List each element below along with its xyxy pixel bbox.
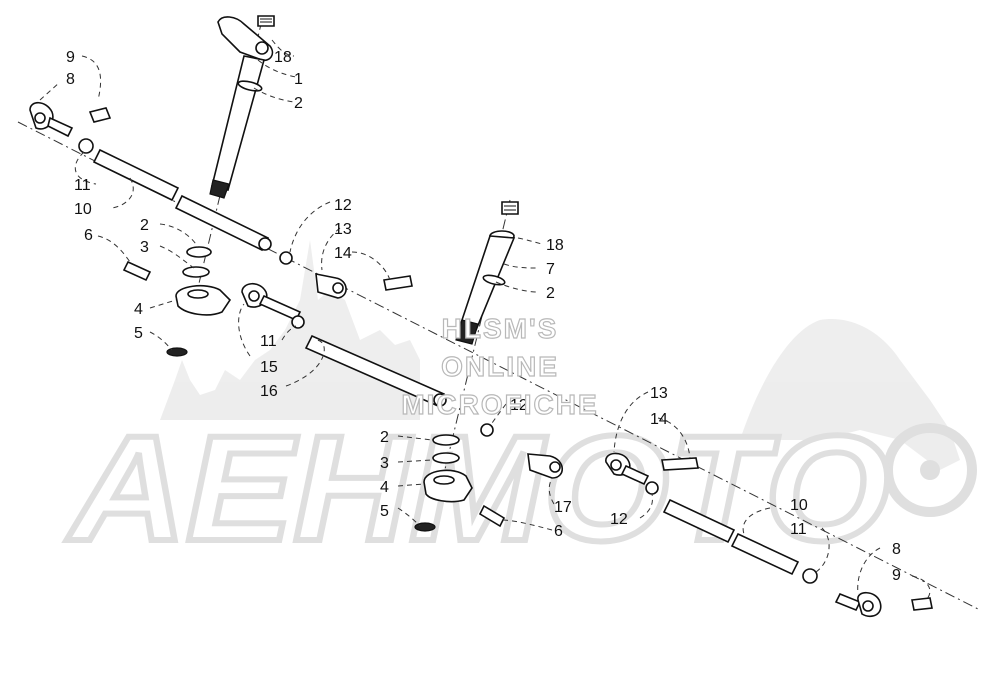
- callout-18-right: 18: [546, 237, 564, 254]
- callout-4-left: 4: [134, 301, 143, 318]
- callout-12-right: 12: [510, 397, 528, 414]
- bolt-6-left: [122, 260, 152, 282]
- rod-end-stem-right: [834, 592, 862, 612]
- callout-2-left-clamp: 2: [140, 217, 149, 234]
- watermark-line-3: MICROFICHE: [401, 389, 598, 420]
- watermark-wheel-icon: [883, 423, 977, 517]
- callout-13-right: 13: [650, 385, 668, 402]
- callout-8-left: 8: [66, 71, 75, 88]
- right-steering-post: [455, 201, 519, 345]
- rod-end-15-stem: [258, 294, 302, 322]
- callout-9-left: 9: [66, 49, 75, 66]
- nut-11-middle: [291, 315, 305, 329]
- rod-end-13-eye: [332, 282, 344, 294]
- callout-14-right: 14: [650, 411, 668, 428]
- rod-end-eye-right: [862, 600, 874, 612]
- washer-3-right: [432, 452, 460, 464]
- tube-10-left-b: [174, 194, 270, 252]
- callout-3-right: 3: [380, 455, 389, 472]
- callout-2-top-right: 2: [546, 285, 555, 302]
- callout-11-middle: 11: [260, 333, 277, 350]
- callout-6-right: 6: [554, 523, 563, 540]
- bolt-14-right: [661, 457, 699, 471]
- left-clamp-group: [122, 246, 232, 357]
- bolt-6-right: [478, 504, 506, 528]
- callout-5-left: 5: [134, 325, 143, 342]
- callout-9-right: 9: [892, 567, 901, 584]
- washer-2-left: [186, 246, 212, 258]
- bolt-9-left: [88, 107, 112, 123]
- clamp-hole-right: [433, 475, 455, 485]
- bolt-9-right: [911, 597, 933, 611]
- right-tie-rod-end: [662, 498, 933, 618]
- watermark-line-2: ONLINE: [441, 351, 559, 382]
- column-tube-left: [211, 55, 266, 191]
- nut-12-left: [279, 251, 293, 265]
- washer-3-left: [182, 266, 210, 278]
- callout-8-right: 8: [892, 541, 901, 558]
- column-spline-right: [455, 319, 479, 345]
- rod-end-13-right-eye: [610, 459, 622, 471]
- callout-3-left: 3: [140, 239, 149, 256]
- callout-labels: 18 1 2 9 8 11 10 6 2 3 4 5 12 13 14 11 1…: [66, 49, 901, 584]
- watermark-text: HLSM'S ONLINE MICROFICHE: [401, 312, 598, 420]
- callout-10-right: 10: [790, 497, 808, 514]
- cap-18-left: [257, 15, 275, 27]
- callout-5-right: 5: [380, 503, 389, 520]
- watermark-wheel-hub-icon: [920, 460, 940, 480]
- right-clamp-group: [414, 423, 564, 532]
- callout-16: 16: [260, 383, 278, 400]
- left-tie-rod-end: [29, 101, 272, 252]
- tube-16-end: [433, 393, 447, 407]
- tube-10-right-b: [730, 532, 800, 576]
- left-steering-post: [209, 15, 275, 199]
- rod-end-stem-left: [47, 116, 74, 138]
- rod-end-eye-left: [34, 112, 46, 124]
- bolt-14: [383, 275, 413, 291]
- tube-10-right-a: [662, 498, 736, 544]
- callout-18-left: 18: [274, 49, 292, 66]
- snap-ring-5-left: [166, 347, 188, 357]
- clamp-hole-left: [187, 289, 209, 299]
- callout-4-right: 4: [380, 479, 389, 496]
- rod-end-17-eye: [549, 461, 561, 473]
- callout-11-left: 11: [74, 177, 91, 194]
- nut-11-right: [802, 568, 818, 584]
- callout-6-left: 6: [84, 227, 93, 244]
- callout-14-middle: 14: [334, 245, 352, 262]
- callout-12-right-b: 12: [610, 511, 628, 528]
- cap-18-right: [501, 201, 519, 215]
- callout-7: 7: [546, 261, 555, 278]
- callout-15: 15: [260, 359, 278, 376]
- clamp-4-right: [423, 469, 473, 503]
- callout-leaders: [39, 39, 931, 601]
- column-spline-left: [209, 179, 230, 199]
- callout-12-middle-left: 12: [334, 197, 352, 214]
- nut-12-right-b: [645, 481, 659, 495]
- callout-2-right-clamp: 2: [380, 429, 389, 446]
- bushing-2-right: [482, 274, 506, 286]
- rod-end-13-right-stem: [620, 464, 650, 486]
- watermark-line-1: HLSM'S: [442, 313, 559, 344]
- bushing-2-left: [237, 80, 263, 92]
- snap-ring-5-right: [414, 522, 436, 532]
- washer-2-right: [432, 434, 460, 446]
- nut-11-left: [78, 138, 94, 154]
- callout-2-top-left: 2: [294, 95, 303, 112]
- nut-12-right: [480, 423, 494, 437]
- arm-bolt-hole: [255, 41, 269, 55]
- callout-10-left: 10: [74, 201, 92, 218]
- callout-13-middle: 13: [334, 221, 352, 238]
- callout-17: 17: [554, 499, 572, 516]
- callout-11-right: 11: [790, 521, 807, 538]
- callout-1: 1: [294, 71, 303, 88]
- rod-end-15-eye: [248, 290, 260, 302]
- right-joint-group: [605, 452, 699, 495]
- middle-joint-group: [241, 251, 447, 408]
- tube-end-left: [258, 237, 272, 251]
- tube-10-left: [92, 148, 180, 202]
